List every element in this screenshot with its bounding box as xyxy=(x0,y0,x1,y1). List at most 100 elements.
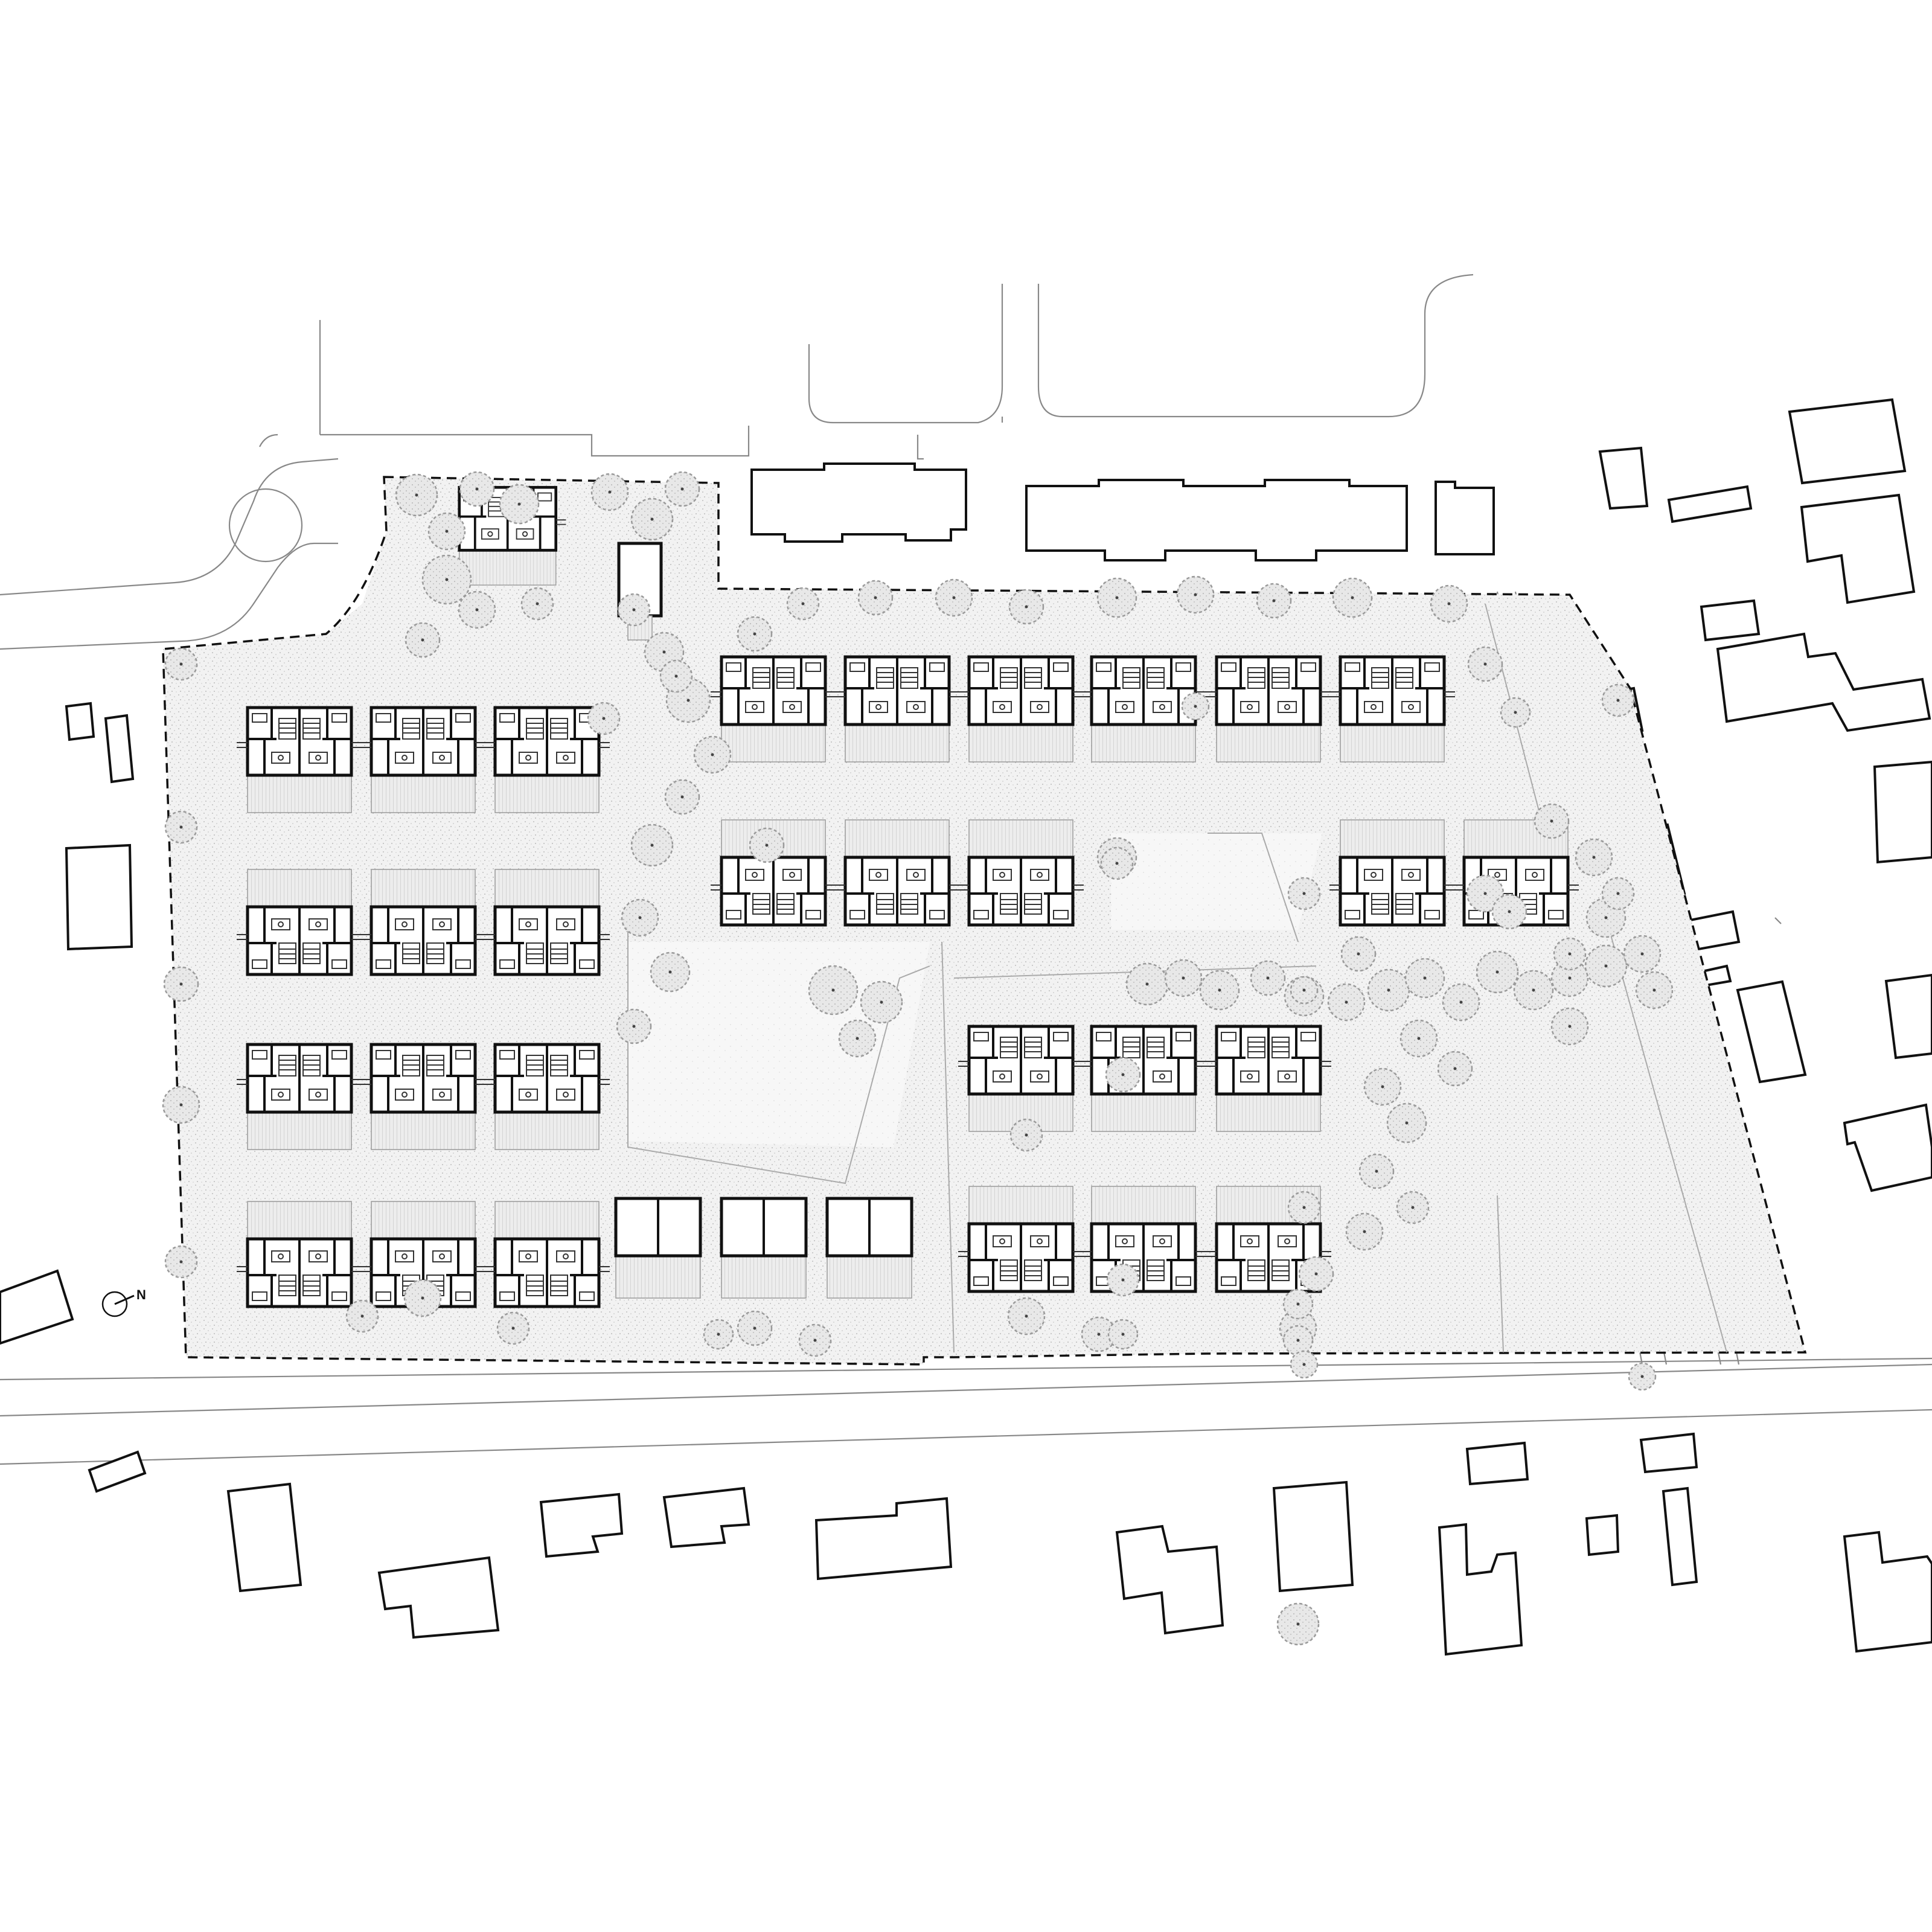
tree-trunk xyxy=(1194,593,1197,597)
tree-trunk xyxy=(1097,1332,1101,1336)
tree-trunk xyxy=(608,490,612,494)
tree-trunk xyxy=(880,1000,883,1004)
tree-trunk xyxy=(813,1339,817,1342)
tree-trunk xyxy=(475,608,479,612)
tree-trunk xyxy=(1025,1133,1028,1137)
tree-trunk xyxy=(1640,1375,1644,1378)
tree-trunk xyxy=(1453,1067,1457,1070)
tree-trunk xyxy=(674,674,678,678)
tree-trunk xyxy=(1272,599,1276,603)
tree-trunk xyxy=(632,1025,636,1028)
tree-trunk xyxy=(1296,1339,1300,1342)
tree-trunk xyxy=(1345,1000,1348,1004)
tree-trunk xyxy=(445,529,449,533)
tree-trunk xyxy=(1459,1000,1463,1004)
tree-trunk xyxy=(856,1037,859,1040)
tree-trunk xyxy=(662,650,666,654)
tree-trunk xyxy=(1405,1121,1409,1125)
tree-trunk xyxy=(360,1314,364,1318)
tree-trunk xyxy=(179,662,183,666)
tree-trunk xyxy=(511,1326,515,1330)
tree-trunk xyxy=(1025,1314,1028,1318)
tree-trunk xyxy=(1514,711,1517,714)
tree-trunk xyxy=(1640,952,1644,956)
trees xyxy=(162,471,1674,1646)
tree-trunk xyxy=(1568,976,1572,980)
tree-trunk xyxy=(1568,1025,1572,1028)
tree-trunk xyxy=(1652,988,1656,992)
row-houses xyxy=(237,487,1579,1307)
tree-trunk xyxy=(421,1296,424,1300)
tree-trunk xyxy=(765,843,769,847)
tree-trunk xyxy=(1182,976,1185,980)
tree-trunk xyxy=(753,1326,756,1330)
tree-trunk xyxy=(1417,1037,1421,1040)
tree-trunk xyxy=(1375,1169,1378,1173)
tree-trunk xyxy=(1495,970,1499,974)
tree-trunk xyxy=(1115,862,1119,865)
tree-trunk xyxy=(1616,699,1620,702)
tree-trunk xyxy=(831,988,835,992)
tree-trunk xyxy=(445,578,449,581)
tree-trunk xyxy=(1357,952,1360,956)
tree-trunk xyxy=(1381,1085,1384,1089)
tree-trunk xyxy=(1296,1622,1300,1626)
tree-trunk xyxy=(874,596,877,600)
tree-trunk xyxy=(1568,952,1572,956)
tree-trunk xyxy=(1508,910,1511,913)
tree-trunk xyxy=(668,970,672,974)
tree-trunk xyxy=(1351,596,1354,600)
north-arrow-label: N xyxy=(136,1287,146,1302)
tree-trunk xyxy=(1302,1206,1306,1209)
tree-trunk xyxy=(179,982,183,986)
tree-trunk xyxy=(1314,1272,1318,1276)
tree-trunk xyxy=(632,608,636,612)
tree-trunk xyxy=(602,717,606,720)
tree-trunk xyxy=(1302,988,1306,992)
tree-trunk xyxy=(1121,1332,1125,1336)
tree-trunk xyxy=(1483,892,1487,895)
tree-trunk xyxy=(680,487,684,491)
tree-trunk xyxy=(711,753,714,756)
tree-trunk xyxy=(415,493,418,497)
tree-trunk xyxy=(650,517,654,521)
tree-trunk xyxy=(717,1332,720,1336)
tree-trunk xyxy=(517,502,521,506)
tree-trunk xyxy=(1145,982,1149,986)
tree-trunk xyxy=(952,596,956,600)
site-boundary xyxy=(162,476,1807,1366)
tree-trunk xyxy=(1550,819,1553,823)
tree-trunk xyxy=(1604,916,1608,920)
tree-trunk xyxy=(179,1260,183,1264)
tree-trunk xyxy=(1592,856,1596,859)
tree-trunk xyxy=(536,602,539,606)
tree-trunk xyxy=(680,795,684,799)
north-arrow: N xyxy=(101,1287,146,1317)
tree-trunk xyxy=(753,632,756,636)
tree-trunk xyxy=(1447,602,1451,606)
tree-trunk xyxy=(1616,892,1620,895)
tree-trunk xyxy=(638,916,642,920)
tree-trunk xyxy=(1387,988,1390,992)
tree-trunk xyxy=(179,825,183,829)
tree-trunk xyxy=(1532,988,1535,992)
tree-trunk xyxy=(1483,662,1487,666)
tree-trunk xyxy=(475,487,479,491)
tree-trunk xyxy=(1411,1206,1415,1209)
tree-trunk xyxy=(1302,1363,1306,1366)
tree-trunk xyxy=(801,602,805,606)
tree-trunk xyxy=(1604,964,1608,968)
tree-trunk xyxy=(179,1103,183,1107)
tree-trunk xyxy=(1218,988,1221,992)
tree-trunk xyxy=(1115,596,1119,600)
tree-trunk xyxy=(1121,1278,1125,1282)
tree-trunk xyxy=(1266,976,1270,980)
tree-trunk xyxy=(1025,605,1028,609)
tree-trunk xyxy=(421,638,424,642)
tree-trunk xyxy=(1302,892,1306,895)
tree-trunk xyxy=(1363,1230,1366,1233)
tree-trunk xyxy=(1194,705,1197,708)
tree-trunk xyxy=(1423,976,1427,980)
tree-trunk xyxy=(1121,1073,1125,1076)
